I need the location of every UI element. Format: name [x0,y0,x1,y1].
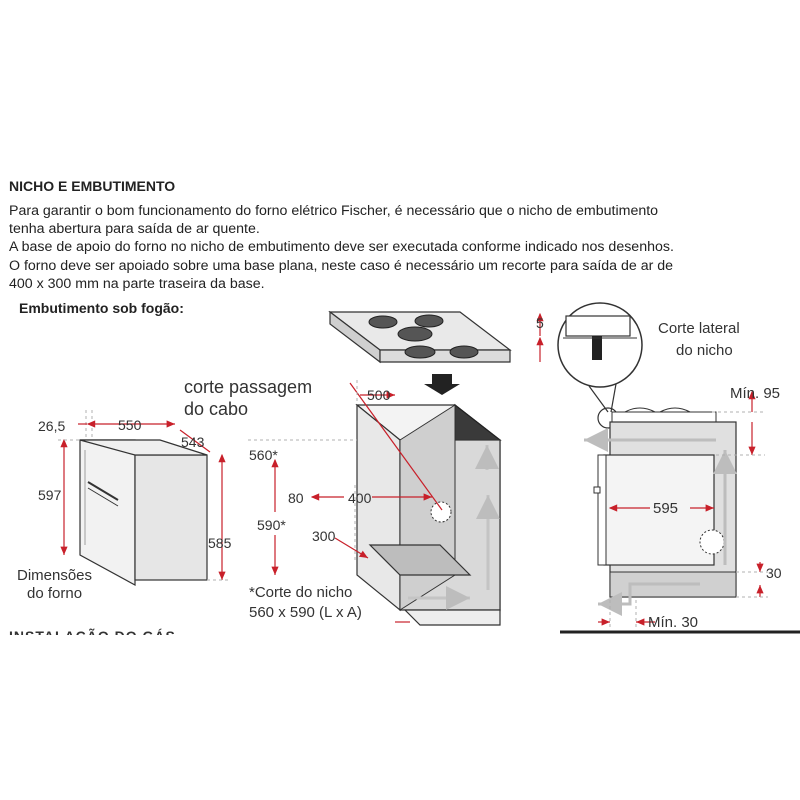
paragraph-line: A base de apoio do forno no nicho de emb… [9,239,674,256]
paragraph-line: Para garantir o bom funcionamento do for… [9,203,659,219]
section-heading: NICHO E EMBUTIMENTO [9,178,176,194]
dim-500-label: 500 [367,387,391,403]
dim-80-label: 80 [288,490,304,506]
paragraph-line: 400 x 300 mm na parte traseira da base. [9,275,265,292]
niche-cut-note: *Corte do nicho [249,584,352,601]
dim-26-5-label: 26,5 [38,418,65,434]
paragraph-line: tenha abertura para saída de ar quente. [9,221,260,238]
dim-595-label: 595 [653,500,678,517]
dim-560-label: 560* [249,447,278,463]
cable-cut-label: corte passagem [184,377,312,397]
side-section-caption: do nicho [676,342,733,359]
side-section-drawing [536,302,800,634]
dim-550-label: 550 [118,417,142,433]
subsection-heading: Embutimento sob fogão: [19,300,184,316]
side-section-caption: Corte lateral [658,320,740,337]
next-section-heading: INSTALAÇÃO DO GÁS [9,628,176,635]
dim-min-30-label: Mín. 30 [648,614,698,631]
oven-dimensions-caption: do forno [27,585,82,602]
dim-543-label: 543 [181,434,205,450]
niche-drawing [248,310,512,626]
dim-5-label: 5 [536,315,544,331]
dim-30-label: 30 [766,565,782,581]
instruction-paragraph: Para garantir o bom funcionamento do for… [9,202,779,293]
oven-dimensions-caption: Dimensões [17,567,92,584]
dim-300-label: 300 [312,528,336,544]
niche-cut-note: 560 x 590 (L x A) [249,604,362,621]
dim-585-label: 585 [208,535,232,551]
dim-400-label: 400 [348,490,372,506]
dim-597-label: 597 [38,487,62,503]
oven-dimensions-drawing [58,410,228,587]
dim-590-label: 590* [257,517,286,533]
cable-cut-label: do cabo [184,399,248,419]
paragraph-line: O forno deve ser apoiado sobre uma base … [9,257,674,274]
dim-min-95-label: Mín. 95 [730,385,780,402]
